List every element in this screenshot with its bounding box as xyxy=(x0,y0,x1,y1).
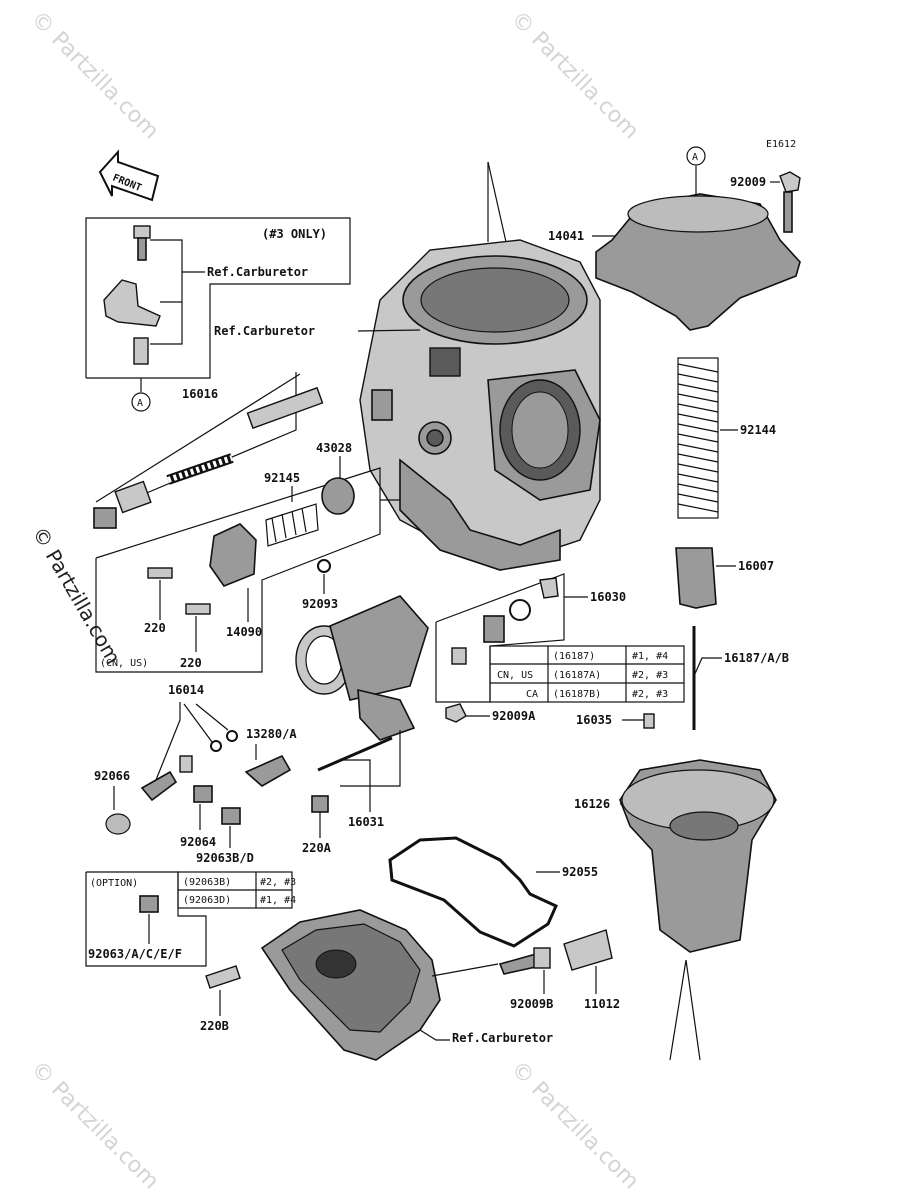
label-92009B: 92009B xyxy=(510,997,553,1011)
table-92063: (92063B) #2, #3 (92063D) #1, #4 xyxy=(177,871,296,909)
label-92055: 92055 xyxy=(562,865,598,879)
label-16035: 16035 xyxy=(576,713,612,727)
table-92063-row-1-cyl: #2, #3 xyxy=(260,877,296,888)
holder-16007-icon xyxy=(675,547,717,609)
label-92145: 92145 xyxy=(264,471,300,485)
watermark-side: © Partzilla.com xyxy=(28,523,126,669)
front-arrow-icon: FRONT xyxy=(98,149,160,202)
label-220B: 220B xyxy=(200,1019,229,1033)
label-14090: 14090 xyxy=(226,625,262,639)
label-16016: 16016 xyxy=(182,387,218,401)
ref-carburetor-bottom: Ref.Carburetor xyxy=(452,1031,553,1045)
collar-icon xyxy=(133,337,149,365)
jet-group: 16014 13280/A 92066 92064 92063B/D 220A xyxy=(94,683,332,865)
label-92009: 92009 xyxy=(730,175,766,189)
table-16187-row-2-part: (16187A) xyxy=(553,670,601,681)
ref-carburetor-top: Ref.Carburetor xyxy=(207,265,308,279)
table-16187-row-1-cyl: #1, #4 xyxy=(632,651,668,662)
screw-shank-icon xyxy=(137,237,147,261)
table-92063-row-1-part: (92063B) xyxy=(183,877,231,888)
ref-carburetor-mid: Ref.Carburetor xyxy=(214,324,315,338)
ref-a-top-label: A xyxy=(692,152,698,163)
reference-a-left xyxy=(131,392,151,412)
spring-92144-icon xyxy=(677,357,719,519)
label-43028: 43028 xyxy=(316,441,352,455)
label-16014: 16014 xyxy=(168,683,204,697)
watermark-bottom-left: © Partzilla.com xyxy=(26,1057,164,1195)
label-13280: 13280/A xyxy=(246,727,297,741)
watermark-top-left: © Partzilla.com xyxy=(26,7,164,145)
label-11012: 11012 xyxy=(584,997,620,1011)
table-16187-row-1-part: (16187) xyxy=(553,651,595,662)
screw-92009-icon xyxy=(779,171,801,193)
table-16187-row-3-cyl: #2, #3 xyxy=(632,689,668,700)
piston-group: 16035 16126 xyxy=(574,713,777,1061)
bracket-group-3-only: (#3 ONLY) Ref.Carburetor A xyxy=(85,217,351,412)
cover-14090-icon xyxy=(209,523,257,587)
table-16187-row-3-market: CA xyxy=(526,689,538,700)
label-92063BD: 92063B/D xyxy=(196,851,254,865)
screw-icon xyxy=(133,225,151,239)
carburetor-body: Ref.Carburetor xyxy=(214,161,601,571)
table-16187-row-2-market: CN, US xyxy=(497,670,533,681)
label-92144: 92144 xyxy=(740,423,776,437)
choke-group-cn-us: 16016 43028 92145 220 220 14090 (CN, US)… xyxy=(93,372,400,673)
label-220-b: 220 xyxy=(180,656,202,670)
label-92009A: 92009A xyxy=(492,709,536,723)
ref-a-left-label: A xyxy=(137,398,143,409)
label-92066: 92066 xyxy=(94,769,130,783)
pilot-screw-group: 16030 92009A xyxy=(435,573,626,723)
table-16187-row-2-cyl: #2, #3 xyxy=(632,670,668,681)
watermark-bottom-right: © Partzilla.com xyxy=(506,1057,644,1195)
label-14041: 14041 xyxy=(548,229,584,243)
label-16007: 16007 xyxy=(738,559,774,573)
label-220-a: 220 xyxy=(144,621,166,635)
gasket-92055-icon: 92055 xyxy=(388,836,598,948)
reference-a-top xyxy=(686,146,706,166)
label-16031: 16031 xyxy=(348,815,384,829)
table-92063-row-2-cyl: #1, #4 xyxy=(260,895,296,906)
label-92093: 92093 xyxy=(302,597,338,611)
label-92063ACEF: 92063/A/C/E/F xyxy=(88,947,182,961)
top-cover-group: A 92009 14041 92144 16007 16187/A/B xyxy=(548,146,801,730)
note-3-only: (#3 ONLY) xyxy=(262,227,327,241)
diaphragm-43028-icon xyxy=(321,477,355,515)
table-16187: (16187) #1, #4 CN, US (16187A) #2, #3 CA… xyxy=(489,645,685,703)
note-option: (OPTION) xyxy=(90,878,138,889)
label-92064: 92064 xyxy=(180,835,216,849)
float-bowl-group: 220B 92009B 11012 Ref.Carburetor xyxy=(200,909,620,1061)
bracket-icon xyxy=(103,279,161,327)
diagram-code: E1612 xyxy=(766,139,796,150)
table-92063-row-2-part: (92063D) xyxy=(183,895,231,906)
label-220A: 220A xyxy=(302,841,332,855)
option-box: (OPTION) 92063/A/C/E/F xyxy=(85,871,207,967)
table-16187-row-3-part: (16187B) xyxy=(553,689,601,700)
intake-group: 16031 xyxy=(295,595,429,829)
note-cn-us: (CN, US) xyxy=(100,658,148,669)
label-16030: 16030 xyxy=(590,590,626,604)
watermark-top-right: © Partzilla.com xyxy=(506,7,644,145)
label-16187: 16187/A/B xyxy=(724,651,789,665)
label-16126: 16126 xyxy=(574,797,610,811)
